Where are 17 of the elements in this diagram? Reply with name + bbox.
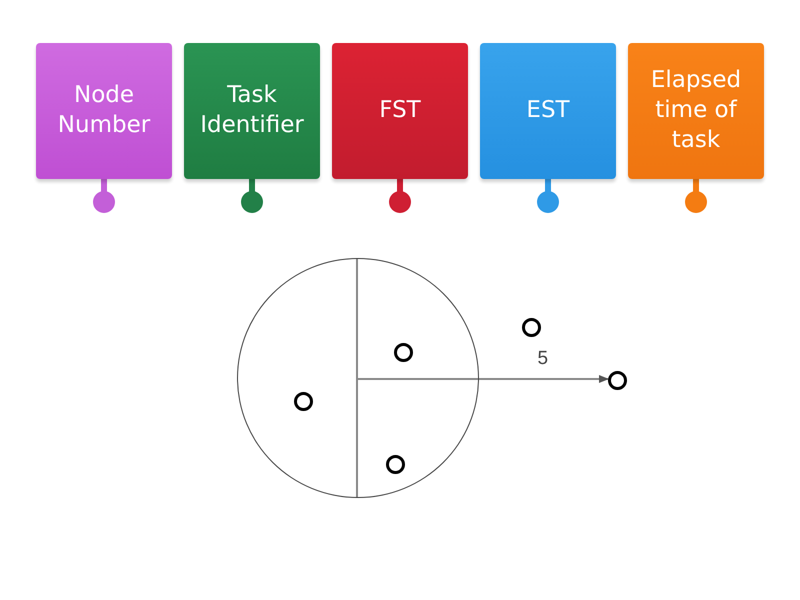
node-circle — [237, 258, 479, 498]
drop-target-ring — [522, 318, 541, 337]
label-card — [480, 43, 616, 179]
card-label: EST — [526, 96, 570, 126]
drop-target-ring — [394, 343, 413, 362]
label-card — [184, 43, 320, 179]
card-label: Node Number — [56, 81, 152, 140]
card-label: Task Identifier — [199, 81, 305, 140]
card-label: Elapsed time of task — [650, 66, 742, 155]
label-card — [332, 43, 468, 179]
drop-target-ring — [294, 392, 313, 411]
drop-target-ring — [608, 371, 627, 390]
drop-target-ring — [386, 455, 405, 474]
label-card — [628, 43, 764, 179]
label-card — [36, 43, 172, 179]
arrow — [479, 375, 609, 383]
card-label: FST — [379, 96, 421, 126]
